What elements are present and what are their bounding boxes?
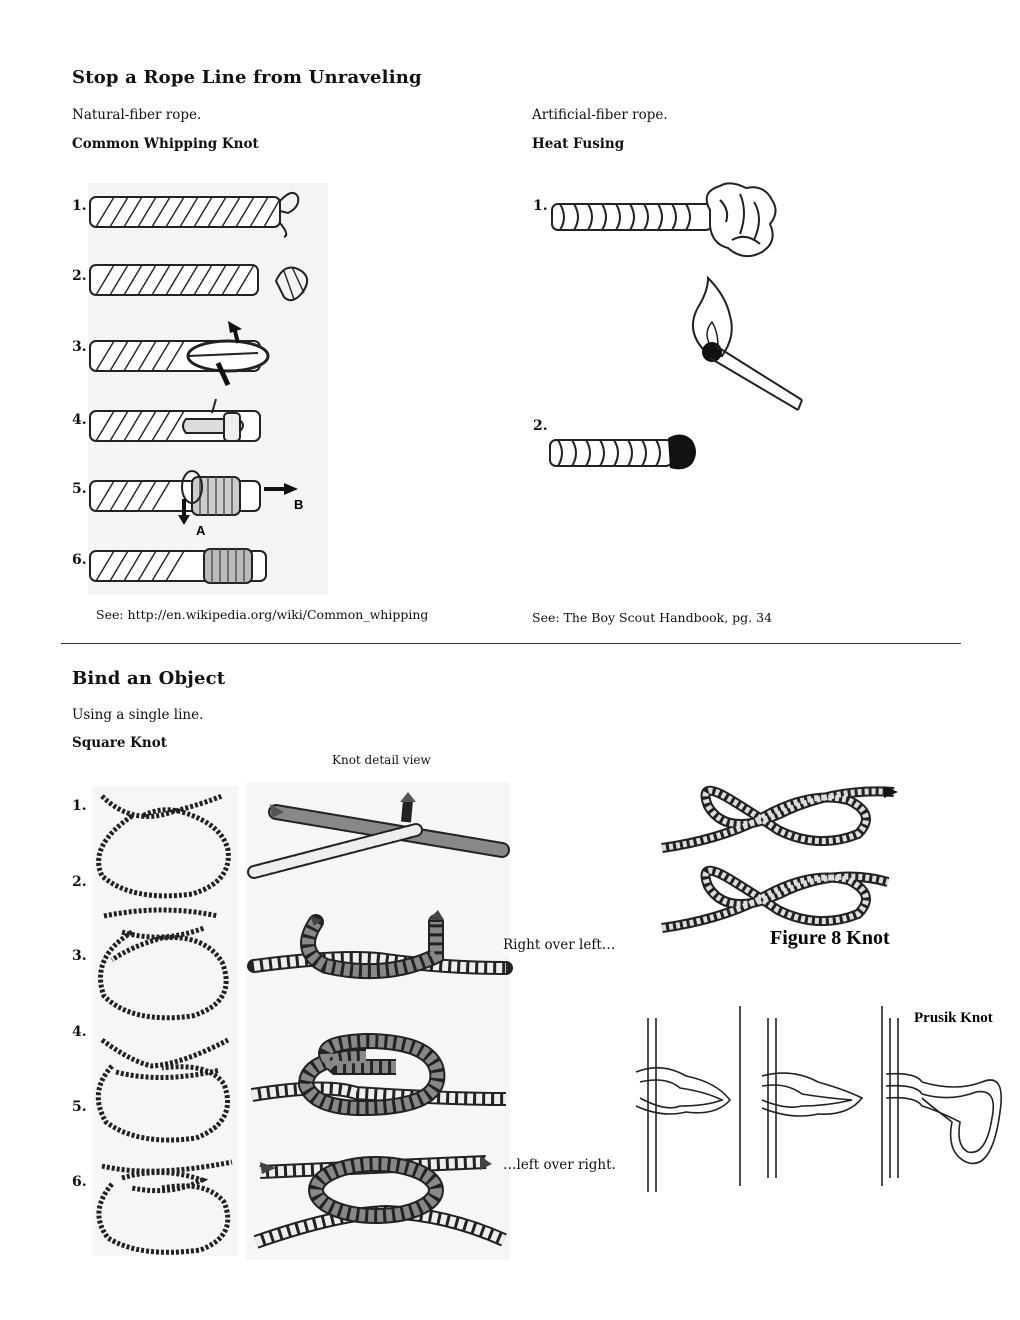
square-knot-step-number: 4. [72,1024,87,1040]
whipping-knot-heading: Common Whipping Knot [72,136,259,152]
square-knot-step-number: 5. [72,1099,87,1115]
natural-fiber-subtitle: Natural-fiber rope. [72,107,202,123]
square-knot-detail-illustration [246,782,513,1260]
note-right-over-left: Right over left… [503,937,616,953]
square-knot-step-number: 3. [72,948,87,964]
whipping-arrow-label-b: B [294,497,303,512]
whipping-arrow-label-a: A [196,523,206,538]
frayed-rope-illustration [551,182,777,258]
whipping-step-number: 2. [72,268,87,284]
match-flame-illustration [692,275,803,411]
whipping-reference: See: http://en.wikipedia.org/wiki/Common… [96,607,429,622]
section-title-bind-object: Bind an Object [72,668,226,689]
artificial-fiber-subtitle: Artificial-fiber rope. [532,107,668,123]
prusik-knot-illustration: Prusik Knot [635,1006,1002,1192]
whipping-illustration: A B [88,183,328,595]
square-knot-step-number: 1. [72,798,87,814]
note-left-over-right: …left over right. [503,1157,616,1173]
square-knot-loops-illustration [92,786,238,1256]
whipping-step-number: 6. [72,552,87,568]
prusik-knot-label: Prusik Knot [914,1010,993,1026]
section-divider [61,643,961,644]
fusing-step-number: 1. [533,198,548,214]
whipping-step-number: 4. [72,412,87,428]
knot-detail-label: Knot detail view [332,753,431,767]
whipping-step-number: 3. [72,339,87,355]
figure8-knot-label: Figure 8 Knot [770,927,890,949]
fused-rope-illustration [549,434,696,470]
heat-fusing-heading: Heat Fusing [532,136,625,152]
single-line-subtitle: Using a single line. [72,707,204,723]
square-knot-step-number: 2. [72,874,87,890]
section-title-unraveling: Stop a Rope Line from Unraveling [72,67,422,88]
fusing-reference: See: The Boy Scout Handbook, pg. 34 [532,610,773,625]
square-knot-heading: Square Knot [72,735,167,751]
figure8-knot-illustration: Figure 8 Knot [661,785,898,949]
square-knot-step-number: 6. [72,1174,87,1190]
fusing-step-number: 2. [533,418,548,434]
whipping-step-number: 5. [72,481,87,497]
whipping-step-number: 1. [72,198,87,214]
